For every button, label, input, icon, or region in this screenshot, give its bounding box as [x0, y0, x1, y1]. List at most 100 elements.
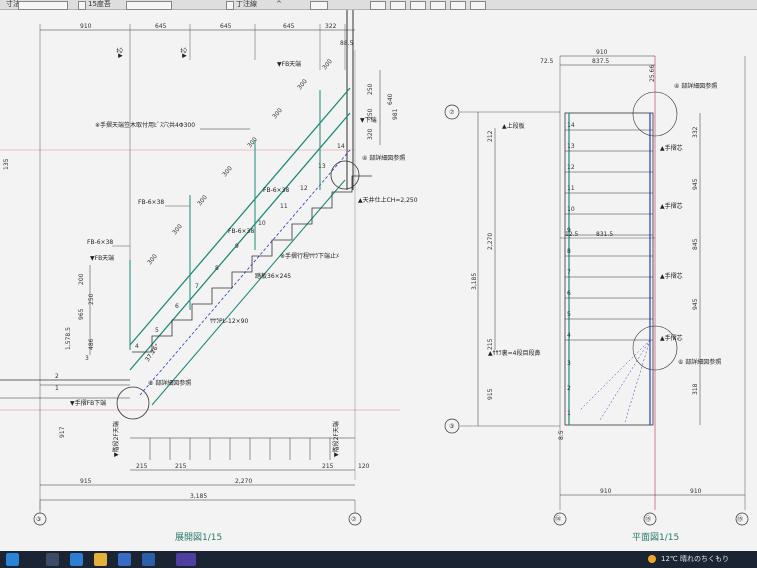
dimension-select[interactable] [18, 1, 68, 10]
top-dim-5: 322 [325, 23, 337, 30]
drawing-canvas[interactable]: 910 645 645 645 322 88.5 ▼芯 ▼芯 250 250 6… [0, 10, 757, 551]
bottom-line-915: 915 [80, 478, 92, 485]
plan-left-dim-total: 3,185 [471, 273, 478, 290]
plan-caption: 平面図1/15 [632, 532, 679, 543]
grid-7: ⑦ [351, 516, 357, 523]
step-7: 7 [195, 283, 199, 290]
right-dim-1: 250 [367, 83, 374, 95]
plan-step-11: 11 [567, 185, 575, 192]
right-dim-6: 981 [392, 108, 399, 120]
plan-right-dim-3: 845 [692, 238, 699, 250]
top-dim-3: 645 [220, 23, 232, 30]
spacing-4: 300 [221, 165, 234, 178]
bottom-line-120: 120 [358, 463, 370, 470]
angle-select[interactable] [126, 1, 172, 10]
left-dim-1578: 1,578.5 [65, 327, 72, 350]
step-5: 5 [155, 327, 159, 334]
plan-bottom-dim-2: 910 [690, 488, 702, 495]
plan-right-dim-2: 945 [692, 178, 699, 190]
plan-left-dim-2270: 2,270 [487, 233, 494, 250]
toolbar-button-3[interactable] [390, 1, 406, 10]
bottom-total: 3,185 [190, 493, 207, 500]
step-13: 13 [318, 163, 326, 170]
plan-grid-7: ⑦ [449, 109, 455, 116]
plan-step-4: 4 [567, 332, 571, 339]
spacing-1: 300 [146, 253, 159, 266]
plan-top-dim-910: 910 [596, 49, 608, 56]
edge-icon[interactable] [70, 553, 83, 566]
plan-step-5: 5 [567, 311, 571, 318]
right-dim-2: 250 [367, 108, 374, 120]
plan-left-dim-915: 915 [487, 388, 494, 400]
bottom-dim-3: 215 [322, 463, 334, 470]
toolbar-button-6[interactable] [450, 1, 466, 10]
toolbar-button-1[interactable] [310, 1, 328, 10]
plan-step-8: 8 [567, 248, 571, 255]
right-dim-4: 320 [367, 128, 374, 140]
step-2: 2 [55, 373, 59, 380]
spacing-7: 300 [296, 78, 309, 91]
left-dim-965: 965 [78, 308, 85, 320]
top-dim-1: 910 [80, 23, 92, 30]
plan-step-1: 1 [567, 410, 571, 417]
plan-step-3: 3 [567, 360, 571, 367]
cad-toolbar: 寸法 15度吾 丁注線 ^ [0, 0, 757, 10]
spacing-8: 300 [321, 58, 334, 71]
toolbar-button-7[interactable] [470, 1, 486, 10]
cad-app-icon[interactable] [176, 553, 196, 566]
core-mark-1: ▼芯 [116, 47, 124, 58]
task-view-icon[interactable] [46, 553, 59, 566]
right-dim-3: 640 [387, 93, 394, 105]
step-9: 9 [235, 243, 239, 250]
handrail-note-2: ※手摺行程ｻｻﾗ下端止ﾒ [280, 252, 339, 260]
handrail-core-4: ▲手摺芯 [660, 334, 683, 342]
mail-icon[interactable] [142, 553, 155, 566]
fb-label-2: FB-6×38 [263, 187, 289, 194]
weather-widget[interactable]: 12℃ 晴れのちくもり [647, 554, 729, 565]
plan-top-dim-837: 837.5 [592, 58, 609, 65]
top-dim-4: 645 [283, 23, 295, 30]
store-icon[interactable] [118, 553, 131, 566]
spacing-6: 300 [271, 107, 284, 120]
plan-mark-top: ▲上段板 [502, 122, 525, 130]
toolbar-button-4[interactable] [410, 1, 426, 10]
plan-detail-b: ⑥ 部詳細図参照 [678, 358, 721, 366]
windows-taskbar: 12℃ 晴れのちくもり [0, 551, 757, 568]
plan-bottom-small: 8.5 [558, 430, 565, 440]
explorer-icon[interactable] [94, 553, 107, 566]
handrail-note: ※手摺天端笠木取付用ﾋﾞｽ穴共4Φ300 [95, 121, 195, 129]
step-4: 4 [135, 343, 139, 350]
plan-step-10: 10 [567, 206, 575, 213]
plan-mid-dim-831: 831.5 [596, 231, 613, 238]
angle-label: 37.26° [144, 343, 161, 364]
detail-b-label: ⑥ 部詳細図参照 [148, 379, 191, 387]
stringer-label: ｻｻﾗPL-12×90 [210, 318, 249, 325]
bottom-dim-2: 215 [175, 463, 187, 470]
spacing-5: 300 [246, 136, 259, 149]
plan-grid-14: ⑭ [555, 515, 561, 523]
bottom-edge-label: ▼下端 [360, 116, 377, 124]
plan-mark-bottom: ▲ｻｻﾗ裏=4段目段鼻 [488, 349, 540, 357]
handrail-fb-bottom: ▼手摺FB下端 [70, 399, 106, 407]
plan-right-dim-5: 318 [692, 383, 699, 395]
line-checkbox[interactable] [226, 1, 234, 10]
top-dim-2: 645 [155, 23, 167, 30]
toolbar-left-label: 寸法 [6, 0, 20, 8]
step-10: 10 [258, 220, 266, 227]
chevron-up-icon[interactable]: ^ [276, 0, 282, 8]
start-icon[interactable] [6, 553, 19, 566]
handrail-core-3: ▲手摺芯 [660, 272, 683, 280]
toolbar-button-2[interactable] [370, 1, 386, 10]
angle-checkbox[interactable] [78, 1, 86, 10]
core-mark-2: ▼芯 [180, 47, 188, 58]
weather-temp: 12℃ [660, 555, 678, 563]
tread-label: 踏板36×245 [255, 272, 291, 280]
bottom-left-dim: 917 [59, 426, 66, 438]
fb-label-3: FB-6×38 [228, 228, 254, 235]
spacing-3: 300 [196, 194, 209, 207]
plan-grid-3: ③ [449, 423, 454, 430]
plan-grid-15a: ⑮ [645, 515, 651, 523]
plan-grid-15b: ⑮ [737, 515, 743, 523]
plan-detail-a: ④ 部詳細図参照 [674, 82, 717, 90]
toolbar-button-5[interactable] [430, 1, 446, 10]
